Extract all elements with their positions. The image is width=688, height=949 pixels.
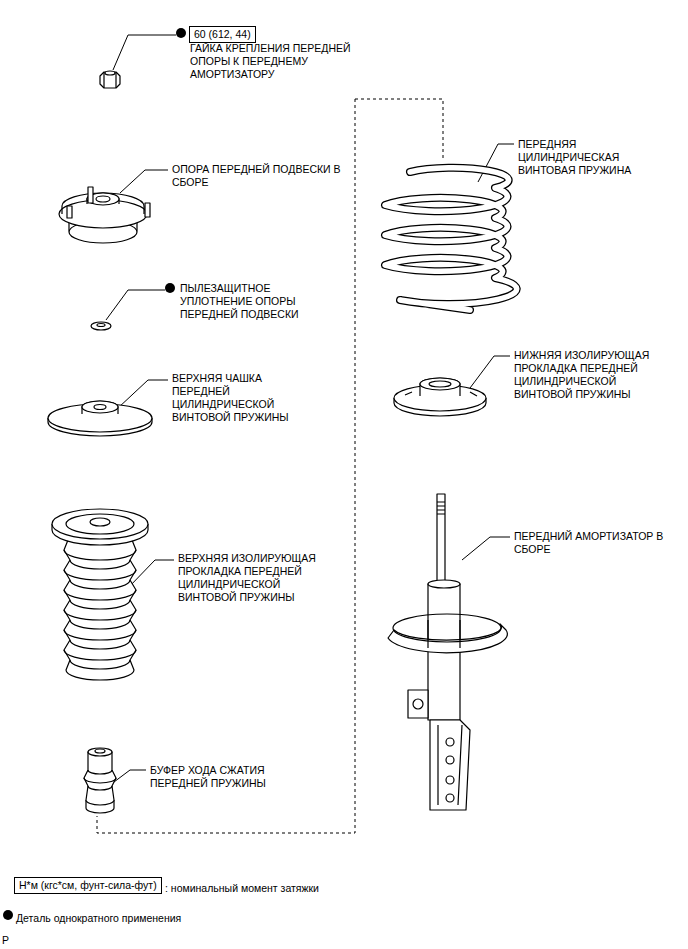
- upper-spring-seat: [48, 401, 152, 436]
- bellows: [52, 509, 148, 680]
- torque-box: 60 (612, 44): [189, 26, 256, 43]
- coil-spring: [385, 168, 517, 310]
- part-name: ВЕРХНЯЯ ИЗОЛИРУЮЩАЯ ПРОКЛАДКА ПЕРЕДНЕЙ Ц…: [178, 552, 333, 604]
- shock-absorber: [388, 494, 507, 810]
- dust-seal: [91, 322, 111, 330]
- lower-insulator: [394, 378, 486, 416]
- part-name: ПЕРЕДНИЙ АМОРТИЗАТОР В СБОРЕ: [514, 530, 679, 556]
- part-name: ГАЙКА КРЕПЛЕНИЯ ПЕРЕДНЕЙ ОПОРЫ К ПЕРЕДНЕ…: [190, 42, 375, 81]
- bump-stopper: [84, 748, 116, 813]
- torque-value: Н*м (кгс*см, фунт-сила-фут): [15, 878, 161, 893]
- legend-text: Деталь однократного применения: [16, 912, 181, 924]
- part-name: ОПОРА ПЕРЕДНЕЙ ПОДВЕСКИ В СБОРЕ: [172, 163, 344, 189]
- legend-torque-box: Н*м (кгс*см, фунт-сила-фут): [14, 877, 162, 894]
- part-name: ПЫЛЕЗАЩИТНОЕ УПЛОТНЕНИЕ ОПОРЫ ПЕРЕДНЕЙ П…: [180, 282, 312, 321]
- figure-code: P: [2, 934, 22, 947]
- strut-mount: [59, 187, 150, 243]
- torque-value: 60 (612, 44): [190, 27, 255, 42]
- legend-text: : номинальный момент затяжки: [165, 882, 319, 894]
- part-name: ВЕРХНЯЯ ЧАШКА ПЕРЕДНЕЙ ЦИЛИНДРИЧЕСКОЙ ВИ…: [172, 372, 297, 424]
- part-name: НИЖНЯЯ ИЗОЛИРУЮЩАЯ ПРОКЛАДКА ПЕРЕДНЕЙ ЦИ…: [514, 349, 672, 401]
- nut: [100, 71, 120, 88]
- single-use-dot: [3, 910, 13, 920]
- single-use-dot: [176, 28, 186, 38]
- single-use-dot: [165, 283, 175, 293]
- part-name: БУФЕР ХОДА СЖАТИЯ ПЕРЕДНЕЙ ПРУЖИНЫ: [150, 764, 295, 790]
- leader-lines: [106, 35, 514, 785]
- part-name: ПЕРЕДНЯЯ ЦИЛИНДРИЧЕСКАЯ ВИНТОВАЯ ПРУЖИНА: [518, 138, 643, 177]
